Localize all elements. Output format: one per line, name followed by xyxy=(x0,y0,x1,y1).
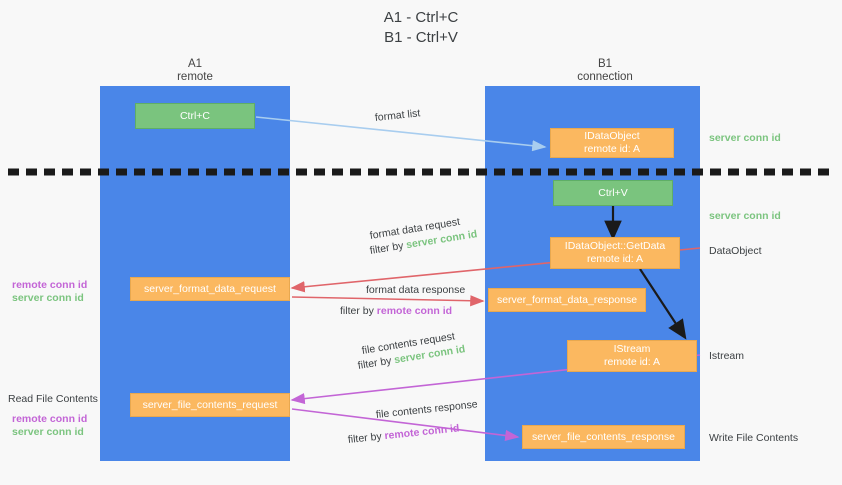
box-idataobject-line1: IDataObject xyxy=(584,130,640,142)
box-istream[interactable]: IStream remote id: A xyxy=(567,340,697,372)
box-server-file-contents-response-label: server_file_contents_response xyxy=(531,430,675,443)
box-idataobject[interactable]: IDataObject remote id: A xyxy=(550,128,674,158)
box-getdata[interactable]: IDataObject::GetData remote id: A xyxy=(550,237,680,269)
annotation-format-data-response: format data response xyxy=(366,284,466,296)
box-server-format-data-request-label: server_format_data_request xyxy=(144,282,276,295)
box-istream-line1: IStream xyxy=(613,343,651,355)
title-line-2: B1 - Ctrl+V xyxy=(384,29,458,46)
column-a1-sub: remote xyxy=(177,71,213,83)
remote-conn-id-text-2: remote conn id xyxy=(376,305,453,317)
column-header-a1: A1 remote xyxy=(135,58,255,84)
annotation-file-contents-response-filter: filter by remote conn id xyxy=(347,422,460,447)
box-server-format-data-response-label: server_format_data_response xyxy=(496,293,638,306)
label-left-read-file-contents: Read File Contents xyxy=(8,393,98,405)
box-ctrl-c[interactable]: Ctrl+C xyxy=(135,103,255,129)
column-b1-sub: connection xyxy=(577,71,633,83)
box-ctrl-c-label: Ctrl+C xyxy=(179,109,211,122)
label-right-istream: Istream xyxy=(709,350,745,362)
box-server-file-contents-request[interactable]: server_file_contents_request xyxy=(130,393,290,417)
filter-by-text-2: filter by xyxy=(340,305,377,317)
label-left-server-conn-1: server conn id xyxy=(12,292,84,304)
box-ctrl-v[interactable]: Ctrl+V xyxy=(553,180,673,206)
column-a1-name: A1 xyxy=(187,58,203,70)
annotation-file-contents-response: file contents response xyxy=(375,398,479,421)
box-istream-line2: remote id: A xyxy=(603,356,661,368)
page-title: A1 - Ctrl+C B1 - Ctrl+V xyxy=(0,8,842,48)
label-right-dataobject: DataObject xyxy=(709,245,762,257)
label-right-server-conn-mid: server conn id xyxy=(709,210,781,222)
box-server-format-data-response[interactable]: server_format_data_response xyxy=(488,288,646,312)
box-server-file-contents-request-label: server_file_contents_request xyxy=(142,398,278,411)
label-right-write-file-contents: Write File Contents xyxy=(709,432,799,444)
box-server-file-contents-response[interactable]: server_file_contents_response xyxy=(522,425,685,449)
label-left-remote-conn-1: remote conn id xyxy=(12,279,88,291)
remote-conn-id-text-4: remote conn id xyxy=(383,422,460,443)
column-header-b1: B1 connection xyxy=(545,58,665,84)
annotation-format-list: format list xyxy=(374,107,421,124)
label-left-remote-conn-2: remote conn id xyxy=(12,413,88,425)
box-server-format-data-request[interactable]: server_format_data_request xyxy=(130,277,290,301)
annotation-format-data-response-filter: filter by remote conn id xyxy=(340,305,452,318)
title-line-1: A1 - Ctrl+C xyxy=(383,9,459,26)
label-left-server-conn-2: server conn id xyxy=(12,426,84,438)
box-ctrl-v-label: Ctrl+V xyxy=(598,186,628,199)
filter-by-text-4: filter by xyxy=(347,430,386,446)
column-b1-name: B1 xyxy=(597,58,613,70)
box-getdata-line1: IDataObject::GetData xyxy=(564,240,666,252)
label-right-server-conn-top: server conn id xyxy=(709,132,781,144)
box-getdata-line2: remote id: A xyxy=(586,253,644,265)
box-idataobject-line2: remote id: A xyxy=(583,143,641,155)
